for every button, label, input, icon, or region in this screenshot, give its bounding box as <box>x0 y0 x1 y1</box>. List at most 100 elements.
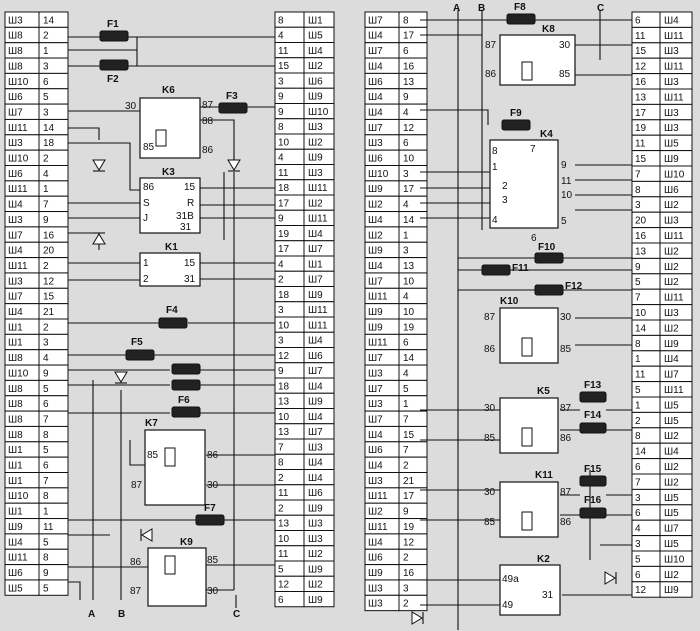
connector-cell: Ш7 <box>368 384 383 395</box>
svg-text:F1: F1 <box>107 19 119 30</box>
relay-k8: K8 87 30 86 85 <box>485 24 576 86</box>
connector-cell: Ш4 <box>368 261 383 272</box>
diode-3 <box>227 159 241 172</box>
connector-cell: 4 <box>403 107 409 118</box>
connector-cell: Ш4 <box>368 61 383 72</box>
connector-cell: Ш11 <box>368 491 388 502</box>
svg-text:9: 9 <box>561 160 567 171</box>
connector-cell: Ш4 <box>368 31 383 42</box>
connector-cell: Ш2 <box>308 137 323 148</box>
fuse-f11: F11 <box>481 263 529 276</box>
fuse-f1: F1 <box>99 19 129 42</box>
connector-cell: Ш4 <box>368 430 383 441</box>
connector-cell: Ш7 <box>368 46 383 57</box>
connector-cell: Ш3 <box>368 368 383 379</box>
svg-text:30: 30 <box>560 312 572 323</box>
connector-cell: Ш3 <box>308 534 323 545</box>
connector-row: 7 Ш11 <box>631 288 693 306</box>
connector-cell: Ш3 <box>664 77 679 88</box>
svg-text:30: 30 <box>207 586 219 597</box>
svg-text:4: 4 <box>492 215 498 226</box>
svg-text:K7: K7 <box>145 418 158 429</box>
svg-text:8: 8 <box>492 146 498 157</box>
connector-cell: 12 <box>635 585 647 596</box>
connector-cell: Ш10 <box>368 169 389 180</box>
svg-text:31: 31 <box>542 590 554 601</box>
svg-text:K8: K8 <box>542 24 555 35</box>
connector-cell: 6 <box>403 138 409 149</box>
fuse-f12: F12 <box>534 281 583 296</box>
connector-cell: Ш3 <box>368 476 383 487</box>
connector-cell: Ш8 <box>8 46 23 57</box>
connector-cell: Ш5 <box>308 31 323 42</box>
diode-6 <box>411 611 424 625</box>
connector-cell: Ш9 <box>308 397 323 408</box>
fuse-f8: F8 <box>506 2 536 25</box>
connector-cell: Ш7 <box>368 276 383 287</box>
connector-cell: Ш9 <box>308 503 323 514</box>
connector-cell: Ш11 <box>664 293 684 304</box>
connector-cell: Ш11 <box>308 214 328 225</box>
connector-cell: Ш6 <box>368 77 383 88</box>
connector-cell: Ш4 <box>664 15 679 26</box>
connector-cell: 7 <box>43 476 49 487</box>
relay-k1: K1 1 2 15 31 <box>139 242 201 287</box>
connector-cell: 8 <box>43 491 49 502</box>
diode-5 <box>140 528 153 542</box>
connector-cell: 2 <box>43 322 49 333</box>
connector-cell: Ш7 <box>368 15 383 26</box>
svg-text:87: 87 <box>484 312 496 323</box>
connector-cell: 10 <box>278 320 290 331</box>
svg-text:87: 87 <box>131 480 143 491</box>
connector-cell: 19 <box>635 123 647 134</box>
connector-cell: 7 <box>43 200 49 211</box>
connector-cell: Ш5 <box>664 400 679 411</box>
connector-cell: 18 <box>278 381 290 392</box>
connector-cell: 16 <box>403 568 415 579</box>
connector-cell: 7 <box>635 293 641 304</box>
connector-cell: Ш9 <box>308 564 323 575</box>
connector-cell: 2 <box>43 154 49 165</box>
connector-cell: Ш5 <box>664 493 679 504</box>
connector-cell: 15 <box>635 154 647 165</box>
connector-cell: 12 <box>43 276 55 287</box>
connector-cell: Ш7 <box>664 524 679 535</box>
connector-cell: 15 <box>278 61 290 72</box>
connector-cell: 16 <box>635 77 647 88</box>
connector-cell: 9 <box>278 92 284 103</box>
connector-cell: Ш7 <box>308 244 323 255</box>
connector-cell: 5 <box>43 92 49 103</box>
connector-cell: Ш4 <box>308 336 323 347</box>
connector-cell: 10 <box>635 308 647 319</box>
connector-cell: Ш9 <box>308 153 323 164</box>
connector-cell: 3 <box>278 305 284 316</box>
svg-text:3: 3 <box>502 195 508 206</box>
diodes <box>92 159 617 625</box>
svg-text:15: 15 <box>184 182 196 193</box>
connector-cell: Ш5 <box>664 539 679 550</box>
svg-text:86: 86 <box>207 450 219 461</box>
connector-cell: Ш11 <box>8 261 28 272</box>
connector-cell: 17 <box>635 108 647 119</box>
connector-cell: 4 <box>403 292 409 303</box>
